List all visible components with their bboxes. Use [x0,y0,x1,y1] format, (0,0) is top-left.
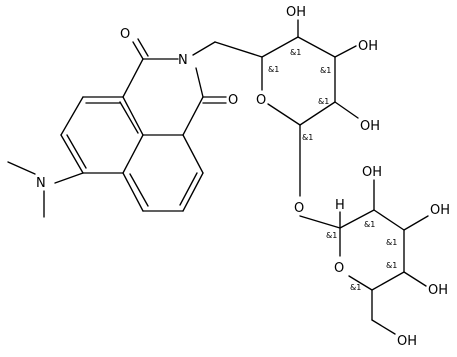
naphthalimide-core [7,38,263,218]
sugar-ring-upper [261,19,359,197]
stereo-label: &1 [320,66,331,75]
stereo-label: &1 [326,231,337,240]
atom-labels: O N O N O OH OH OH O H O OH OH OH OH [36,5,450,349]
stereo-label: &1 [364,220,375,229]
atom-oh-e: OH [430,203,450,218]
atom-oh-f: OH [428,283,448,298]
atom-o-imide-top: O [120,27,130,42]
stereo-label: &1 [386,261,397,270]
atom-o-imide-bottom: O [228,93,238,108]
atom-oh-d: OH [362,165,382,180]
stereo-label: &1 [386,238,397,247]
stereo-label: &1 [268,65,279,74]
atom-o-glycosidic: O [294,201,304,216]
atom-n-imide: N [178,53,188,68]
atom-oh-b: OH [358,39,378,54]
stereo-label: &1 [318,97,329,106]
stereo-label: &1 [302,133,313,142]
atom-h-anomeric: H [335,198,345,213]
atom-n-dimethyl: N [36,176,46,191]
atom-oh-g: OH [397,334,417,349]
atom-o-ring-lower: O [334,261,344,276]
stereo-labels: &1 &1 &1 &1 &1 &1 &1 &1 &1 &1 [268,48,397,292]
stereo-label: &1 [290,48,301,57]
stereo-label: &1 [350,283,361,292]
atom-oh-c: OH [360,119,380,134]
sugar-ring-lower [299,179,429,335]
atom-oh-a: OH [286,5,306,20]
atom-o-ring-upper: O [256,93,266,108]
